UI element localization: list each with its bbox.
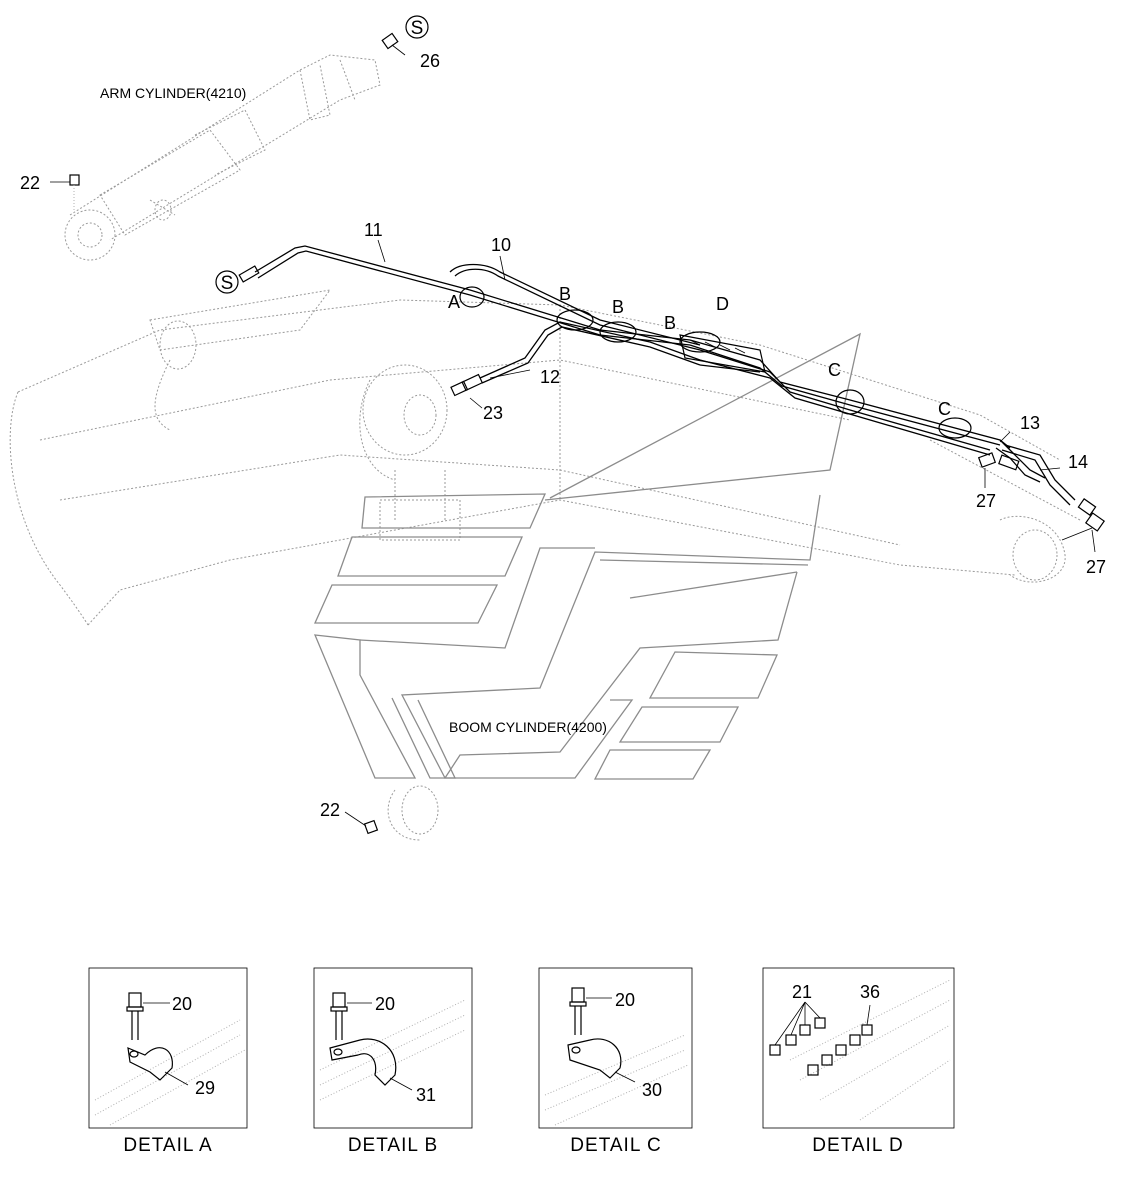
detail-c-clamp-label: 30 <box>642 1080 662 1100</box>
detail-ref-circles <box>459 286 972 439</box>
boom-cylinder-outline <box>359 364 461 841</box>
label-ref-c-2: C <box>938 399 951 419</box>
label-boom-cylinder: BOOM CYLINDER(4200) <box>449 719 607 735</box>
detail-d-fitting-36-label: 36 <box>860 982 880 1002</box>
fitting-36-group-icon <box>807 1024 873 1076</box>
fitting-21-group-icon <box>769 1017 826 1056</box>
s-mark-left: S <box>215 270 239 294</box>
label-part-11: 11 <box>364 220 383 240</box>
label-part-26: 26 <box>420 51 440 71</box>
detail-d-panel: 21 36 <box>762 967 955 1129</box>
label-part-22-upper: 22 <box>20 173 40 193</box>
label-part-27-lower: 27 <box>1086 557 1106 577</box>
detail-a-caption: DETAIL A <box>123 1135 212 1156</box>
bolt-20-icon <box>126 992 144 1040</box>
svg-text:S: S <box>411 18 424 39</box>
detail-d-fitting-21-label: 21 <box>792 982 812 1002</box>
fitting-27-upper-icon <box>977 452 1020 471</box>
leader-lines <box>50 44 1096 827</box>
detail-d-caption: DETAIL D <box>812 1135 903 1156</box>
label-part-22-lower: 22 <box>320 800 340 820</box>
arm-cylinder-outline <box>64 54 381 261</box>
detail-a-panel: 20 29 <box>88 967 248 1129</box>
detail-c-caption: DETAIL C <box>570 1135 661 1156</box>
detail-b-bolt-label: 20 <box>375 994 395 1014</box>
detail-b-clamp-label: 31 <box>416 1085 436 1105</box>
label-ref-a: A <box>448 292 460 312</box>
label-ref-b-1: B <box>559 284 571 304</box>
detail-b-panel: 20 31 <box>313 967 473 1129</box>
label-ref-d: D <box>716 294 729 314</box>
pipe-14 <box>1001 444 1076 506</box>
label-ref-b-3: B <box>664 313 676 333</box>
fitting-27-lower-icon <box>1077 498 1106 532</box>
clamp-29-icon <box>127 1047 173 1081</box>
pipe-13 <box>995 439 1046 483</box>
fitting-26-icon <box>381 32 399 50</box>
svg-text:S: S <box>221 273 234 294</box>
label-part-14: 14 <box>1068 452 1088 472</box>
label-part-27-upper: 27 <box>976 491 996 511</box>
detail-b-caption: DETAIL B <box>348 1135 438 1156</box>
pipe-bundle-main <box>689 339 1011 456</box>
label-part-23: 23 <box>483 403 503 423</box>
detail-a-clamp-label: 29 <box>195 1078 215 1098</box>
grease-nipple-22-upper-icon <box>69 174 80 215</box>
pipe-11 <box>254 245 691 346</box>
boom-logo-graphic <box>313 332 861 780</box>
bolt-20-icon <box>569 987 587 1035</box>
boom-outline <box>9 289 1081 626</box>
pipe-12 <box>479 321 701 384</box>
grease-nipple-22-lower-icon <box>363 819 379 835</box>
label-arm-cylinder: ARM CYLINDER(4210) <box>100 85 246 101</box>
pipe-10 <box>449 263 701 351</box>
fitting-left-end-icon <box>238 265 260 283</box>
label-part-10: 10 <box>491 235 511 255</box>
label-part-12: 12 <box>540 367 560 387</box>
detail-c-bolt-label: 20 <box>615 990 635 1010</box>
fitting-23-icon <box>450 373 484 397</box>
label-ref-c-1: C <box>828 360 841 380</box>
detail-a-bolt-label: 20 <box>172 994 192 1014</box>
manifold-block-d <box>679 334 766 373</box>
s-mark-top: S <box>405 15 429 39</box>
clamp-30-icon <box>567 1038 622 1079</box>
bolt-20-icon <box>330 992 348 1040</box>
label-ref-b-2: B <box>612 297 624 317</box>
detail-c-panel: 20 30 <box>538 967 693 1129</box>
label-part-13: 13 <box>1020 413 1040 433</box>
clamp-31-icon <box>329 1038 397 1086</box>
